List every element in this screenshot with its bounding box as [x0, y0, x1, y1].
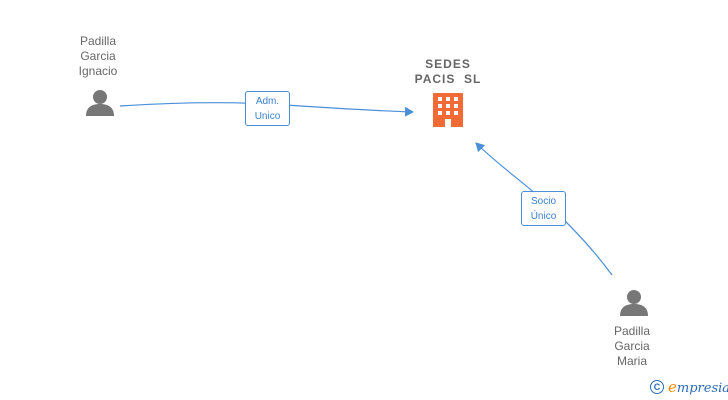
person-icon[interactable]: [620, 290, 648, 316]
edge-label-adm-unico[interactable]: Adm. Unico: [245, 91, 290, 126]
building-icon[interactable]: [433, 93, 463, 127]
person-label-padilla-garcia-ignacio[interactable]: Padilla Garcia Ignacio: [78, 34, 118, 78]
empresia-logo: C empresia: [650, 378, 728, 396]
copyright-icon: C: [650, 380, 664, 394]
person-label-padilla-garcia-maria[interactable]: Padilla Garcia Maria: [613, 324, 651, 368]
edge-label-socio-unico[interactable]: Socio Único: [521, 191, 566, 226]
company-label-sedes-pacis[interactable]: SEDES PACIS SL: [414, 57, 482, 86]
person-icon[interactable]: [86, 90, 114, 116]
